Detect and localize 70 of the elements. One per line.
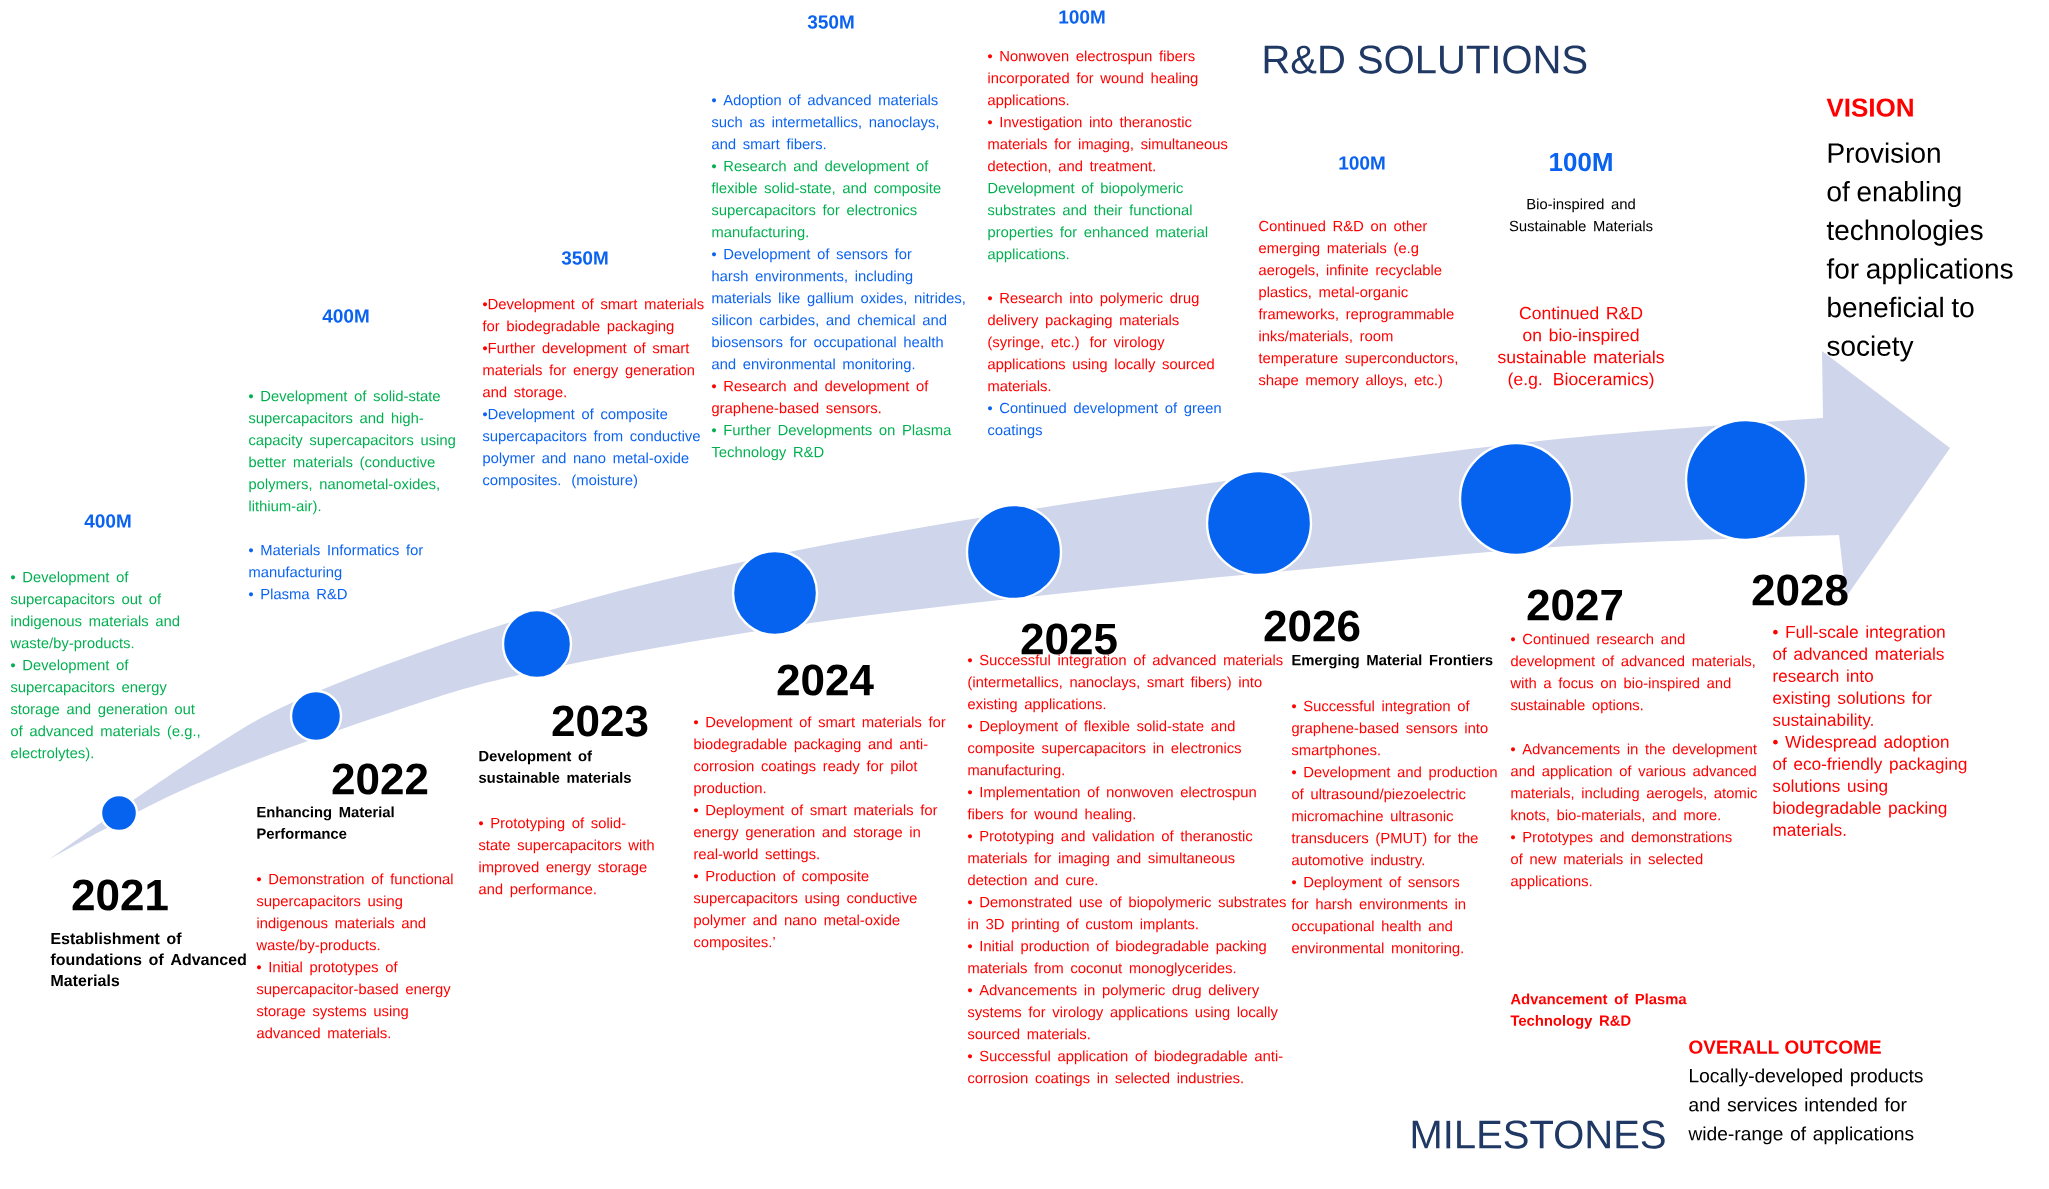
bullet-text: • Plasma R&D bbox=[249, 588, 347, 600]
bullet-text: • Demonstrated use of biopolymeric substrates in 3D printing of custom implants. bbox=[968, 896, 1286, 933]
theme-text: Continued R&D on bio-inspired sustainable materials (e.g. Bioceramics) bbox=[1497, 306, 1664, 389]
bullet-text: • Prototyping and validation of theranostic materials for imaging and simultaneous detection and cure. bbox=[968, 830, 1253, 886]
bullet-text: • Nonwoven electrospun fibers incorporated for wound healing applications. bbox=[988, 50, 1198, 109]
bullet-text: • Implementation of nonwoven electrospun fibers for wound healing. bbox=[967, 786, 1256, 823]
bullet-text: • Prototyping of solid-state supercapacitors with improved energy storage and performance. bbox=[478, 817, 654, 898]
bullet-text: • Successful integration of advanced materials (intermetallics, nanoclays, smart fibers) into existing applications. bbox=[968, 654, 1283, 713]
milestone-circle bbox=[965, 503, 1063, 601]
milestone-heading: Enhancing Material Performance bbox=[257, 806, 394, 839]
milestone-circle bbox=[99, 793, 139, 833]
bullet-text: • Initial production of biodegradable packing materials from coconut monoglycerides. bbox=[968, 940, 1266, 977]
outcome-text: Locally-developed products and services intended for wide-range of applications bbox=[1688, 1068, 1923, 1145]
bullet-text: • Development of sensors for harsh environments, including materials like gallium oxides, nitrides, silicon carbides, and chemical and biosensors for occupational health and environmental monitoring. bbox=[711, 248, 965, 373]
bullet-text: • Development of solid-state supercapacitors and high-capacity supercapacitors using better materials (conductive polymers, nanometal-oxides, lithium-air). bbox=[248, 390, 455, 515]
bullet-text: • Successful integration of graphene-based sensors into smartphones. bbox=[1291, 700, 1488, 759]
bullet-text: • Widespread adoption of eco-friendly packaging solutions using biodegradable packing materials. bbox=[1772, 735, 1967, 837]
bullet-text: • Deployment of smart materials for energy generation and storage in real-world settings. bbox=[694, 804, 938, 863]
bullet-text: • Investigation into theranostic materials for imaging, simultaneous detection, and treatment. bbox=[988, 116, 1228, 173]
bullet-text: • Deployment of sensors for harsh environments in occupational health and environmental monitoring. bbox=[1291, 876, 1466, 957]
bullet-text: • Continued research and development of advanced materials, with a focus on bio-inspired and sustainable options. bbox=[1510, 633, 1755, 714]
year-label: 2025 bbox=[1021, 623, 1117, 655]
funding-amount: 100M bbox=[1339, 156, 1385, 170]
milestone-circle bbox=[289, 689, 343, 743]
funding-amount: 350M bbox=[807, 15, 854, 29]
vision-heading: VISION bbox=[1826, 98, 1913, 117]
milestone-circle bbox=[1205, 469, 1313, 577]
bullet-text: • Adoption of advanced materials such as intermetallics, nanoclays, and smart fibers. bbox=[711, 94, 939, 150]
bullet-text: • Demonstration of functional supercapacitors using indigenous materials and waste/by-products. bbox=[256, 873, 453, 954]
milestone-circle bbox=[1684, 418, 1808, 542]
year-label: 2021 bbox=[72, 879, 168, 911]
milestone-heading: Advancement of Plasma Technology R&D bbox=[1510, 993, 1687, 1029]
milestone-circle bbox=[1458, 441, 1574, 557]
funding-amount: 350M bbox=[561, 251, 608, 265]
bullet-text: •Development of composite supercapacitors from conductive polymer and nano metal-oxide composites. (moisture) bbox=[482, 408, 700, 489]
theme-text: Bio-inspired and Sustainable Materials bbox=[1509, 198, 1653, 232]
bullet-text: • Full-scale integration of advanced materials research into existing solutions for sustainability. bbox=[1772, 625, 1945, 730]
funding-amount: 100M bbox=[1059, 10, 1105, 24]
section-title: MILESTONES bbox=[1412, 1120, 1665, 1149]
bullet-text: • Development and production of ultrasound/piezoelectric micromachine ultrasonic transducers (PMUT) for the automotive industry. bbox=[1291, 766, 1497, 869]
milestone-heading: Development of sustainable materials bbox=[478, 750, 631, 783]
bullet-text: • Advancements in polymeric drug delivery systems for virology applications using locally sourced materials. bbox=[967, 984, 1278, 1040]
milestone-circle bbox=[731, 549, 819, 637]
bullet-text: • Production of composite supercapacitors using conductive polymer and nano metal-oxide composites.’ bbox=[693, 870, 917, 951]
bullet-text: •Further development of smart materials for energy generation and storage. bbox=[483, 342, 694, 401]
bullet-text: Continued R&D on other emerging materials (e.g aerogels, infinite recyclable plastics, metal-organic frameworks, reprogrammable inks/materials, room temperature superconductors, shape memory alloys, etc.) bbox=[1258, 220, 1458, 389]
funding-amount: 400M bbox=[84, 514, 131, 528]
milestone-heading: Emerging Material Frontiers bbox=[1292, 654, 1493, 669]
funding-amount: 400M bbox=[322, 309, 369, 323]
outcome-heading: OVERALL OUTCOME bbox=[1689, 1040, 1881, 1054]
section-title: R&D SOLUTIONS bbox=[1264, 45, 1587, 74]
bullet-text: • Prototypes and demonstrations of new materials in selected applications. bbox=[1511, 831, 1732, 890]
bullet-text: • Advancements in the development and application of various advanced materials, including aerogels, atomic knots, bio-materials, and more. bbox=[1511, 743, 1758, 822]
bullet-text: • Research and development of graphene-based sensors. bbox=[712, 380, 929, 417]
bullet-text: Development of biopolymeric substrates and their functional properties for enhanced material applications. bbox=[987, 182, 1208, 263]
bullet-text: • Development of smart materials for biodegradable packaging and anti-corrosion coatings ready for pilot production. bbox=[694, 716, 946, 797]
milestone-circle bbox=[501, 608, 573, 680]
year-label: 2027 bbox=[1527, 589, 1622, 621]
milestone-heading: Establishment of foundations of Advanced Materials bbox=[50, 932, 246, 987]
bullet-text: • Continued development of green coatings bbox=[988, 402, 1221, 439]
bullet-text: • Deployment of flexible solid-state and composite supercapacitors in electronics manufacturing. bbox=[968, 720, 1241, 779]
year-label: 2028 bbox=[1752, 574, 1848, 606]
bullet-text: • Materials Informatics for manufacturing bbox=[249, 544, 423, 581]
bullet-text: • Initial prototypes of supercapacitor-based energy storage systems using advanced materials. bbox=[256, 961, 451, 1039]
bullet-text: • Research and development of flexible solid-state, and composite supercapacitors for electronics manufacturing. bbox=[711, 160, 941, 241]
bullet-text: •Development of smart materials for biodegradable packaging bbox=[482, 298, 704, 335]
bullet-text: • Successful application of biodegradable anti-corrosion coatings in selected industries. bbox=[968, 1050, 1283, 1087]
bullet-text: • Development of supercapacitors out of indigenous materials and waste/by-products. bbox=[10, 571, 180, 652]
funding-amount: 100M bbox=[1550, 152, 1612, 172]
bullet-text: • Research into polymeric drug delivery packaging materials (syringe, etc.) for virology applications using locally sourced materials. bbox=[988, 292, 1214, 392]
